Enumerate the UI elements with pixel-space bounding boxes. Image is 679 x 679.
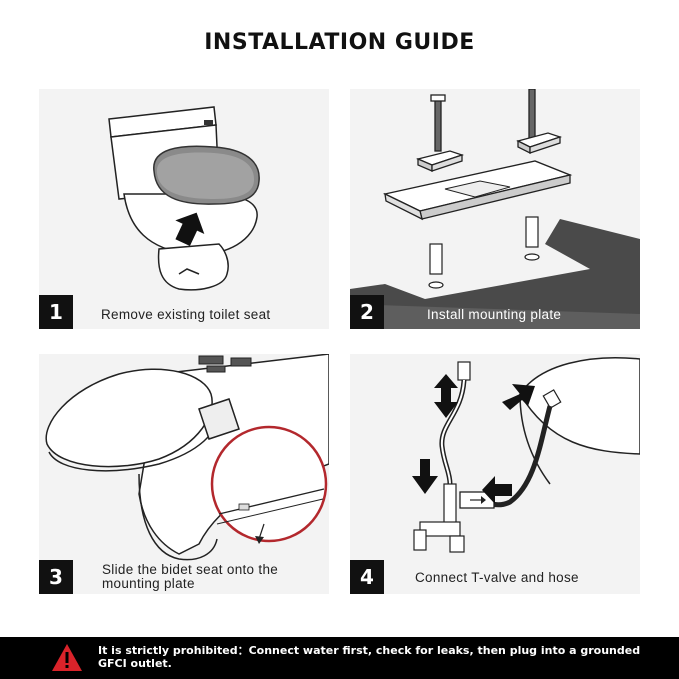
step-2-panel: 2 Install mounting plate bbox=[350, 89, 640, 329]
step-caption: Remove existing toilet seat bbox=[101, 307, 271, 322]
step-caption: Install mounting plate bbox=[427, 307, 562, 322]
step-number-badge: 1 bbox=[39, 295, 73, 329]
step-number-badge: 3 bbox=[39, 560, 73, 594]
step-4-panel: 4 Connect T-valve and hose bbox=[350, 354, 640, 594]
step-number-badge: 4 bbox=[350, 560, 384, 594]
mounting-plate-illustration bbox=[350, 89, 640, 329]
page-title: INSTALLATION GUIDE bbox=[204, 30, 475, 55]
warning-banner: It is strictly prohibited：Connect water … bbox=[0, 637, 679, 679]
step-caption: Slide the bidet seat onto the mounting p… bbox=[102, 562, 279, 591]
warning-text: It is strictly prohibited：Connect water … bbox=[98, 644, 641, 670]
step-1-panel: 1 Remove existing toilet seat bbox=[39, 89, 329, 329]
toilet-seat-removal-illustration bbox=[108, 106, 260, 291]
step-3-panel: 3 Slide the bidet seat onto the mounting… bbox=[39, 354, 329, 594]
step-caption: Connect T-valve and hose bbox=[415, 570, 579, 585]
step-number-badge: 2 bbox=[350, 295, 384, 329]
bidet-seat-slide-illustration bbox=[45, 354, 329, 561]
warning-triangle-icon bbox=[52, 644, 82, 671]
t-valve-hose-illustration bbox=[412, 357, 640, 553]
